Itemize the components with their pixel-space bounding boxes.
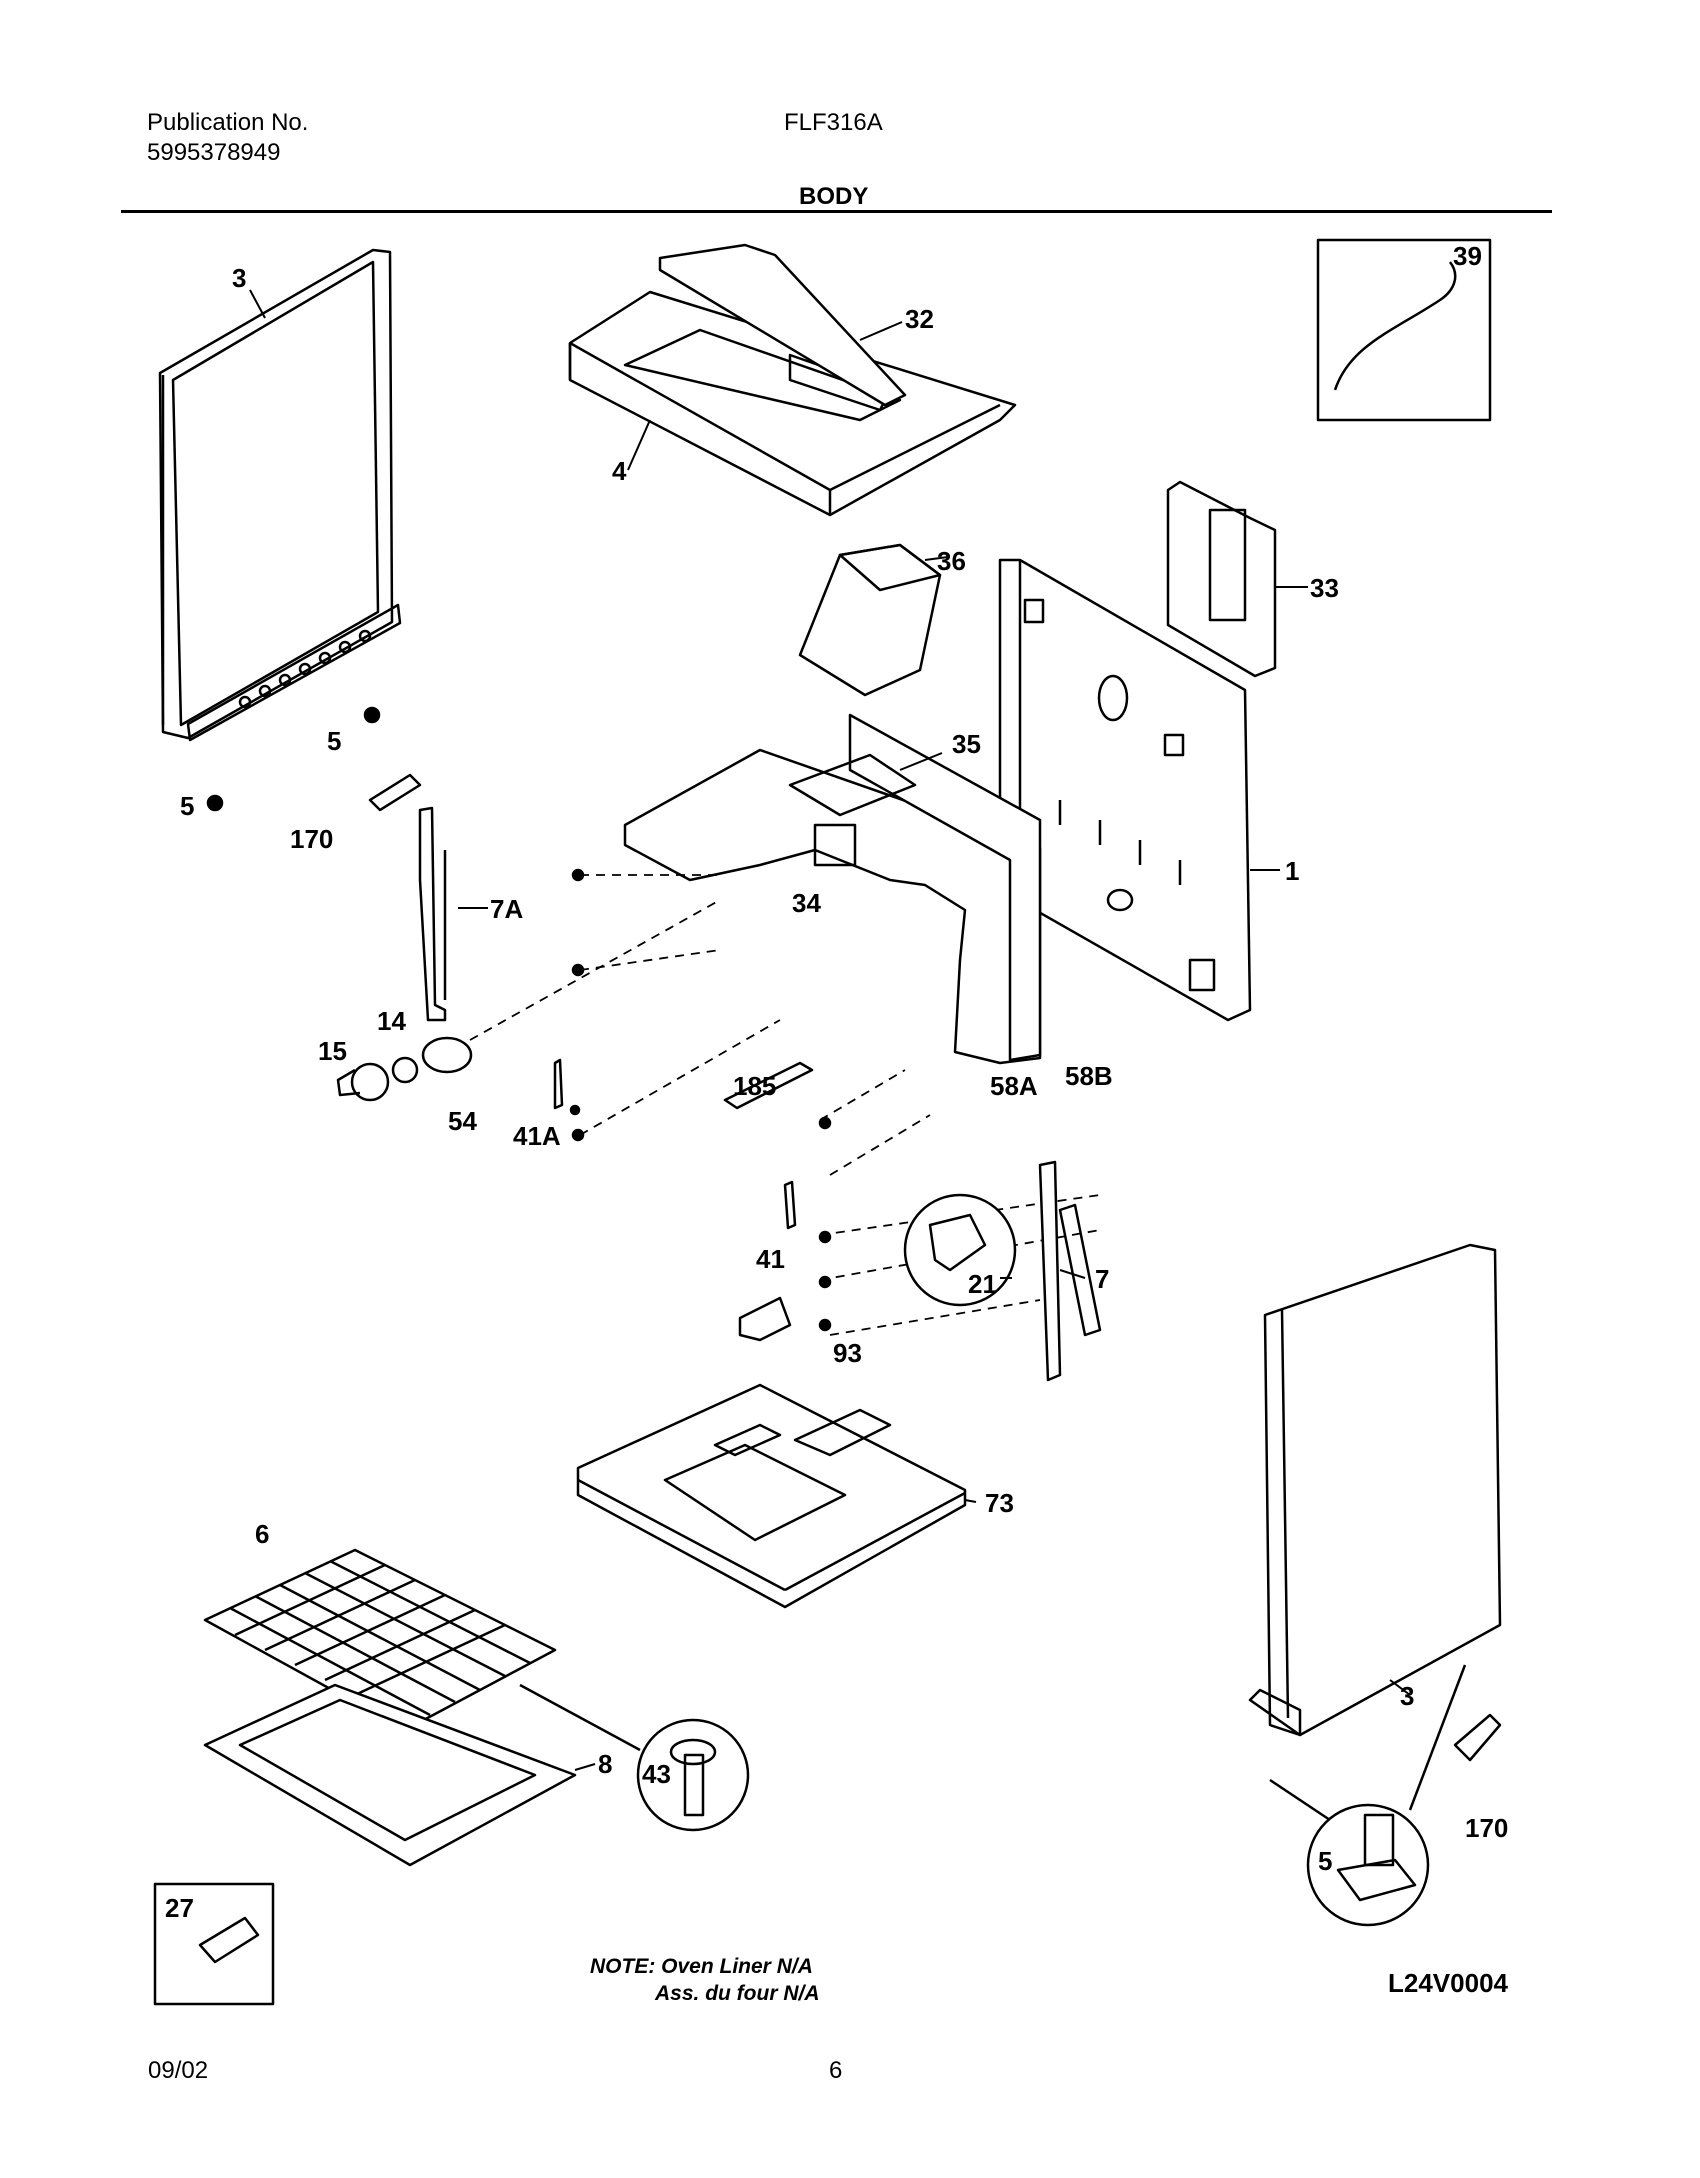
callout-15: 15 <box>318 1036 347 1066</box>
callout-32: 32 <box>905 304 934 334</box>
callout-39: 39 <box>1453 241 1482 271</box>
callout-73: 73 <box>985 1488 1014 1518</box>
page-number: 6 <box>829 2057 843 2084</box>
bracket-41a <box>553 1058 564 1110</box>
vent-bracket <box>798 543 942 697</box>
part-93 <box>738 1296 792 1342</box>
callout-36: 36 <box>937 546 966 576</box>
left-side-panel <box>158 248 402 742</box>
callout-3-left: 3 <box>232 263 246 293</box>
callout-7A: 7A <box>490 894 523 924</box>
note-line-2: Ass. du four N/A <box>655 1982 820 2005</box>
left-hinge <box>418 806 447 1022</box>
callout-4: 4 <box>612 456 627 486</box>
right-side-panel <box>1248 1243 1502 1737</box>
detail-circle-43 <box>519 1683 750 1832</box>
inset-box-39 <box>1316 238 1492 422</box>
callout-33: 33 <box>1310 573 1339 603</box>
callout-54: 54 <box>448 1106 477 1136</box>
vent-duct <box>1166 480 1277 678</box>
oven-bottom <box>203 1683 577 1867</box>
callout-43: 43 <box>642 1759 671 1789</box>
callout-58A: 58A <box>990 1071 1038 1101</box>
power-cord <box>1333 261 1457 391</box>
callout-5-a: 5 <box>327 726 341 756</box>
leader-lines <box>249 289 1411 1771</box>
callout-6: 6 <box>255 1519 269 1549</box>
bottom-panel <box>576 1383 967 1609</box>
callout-41: 41 <box>756 1244 785 1274</box>
inset-box-27 <box>153 1882 275 2006</box>
right-bracket-170 <box>1453 1713 1502 1762</box>
callout-35: 35 <box>952 729 981 759</box>
callout-3-right: 3 <box>1400 1681 1414 1711</box>
guide-lines <box>469 874 1101 1336</box>
right-hinge <box>1038 1160 1102 1382</box>
note-line-1: NOTE: Oven Liner N/A <box>590 1955 813 1978</box>
callout-170-right: 170 <box>1465 1813 1508 1843</box>
callout-34: 34 <box>792 888 821 918</box>
callout-21: 21 <box>968 1269 997 1299</box>
oven-front-frame <box>623 713 1042 1065</box>
bracket-185 <box>723 1061 814 1110</box>
bracket-41 <box>783 1180 797 1230</box>
drawing-reference: L24V0004 <box>1388 1968 1508 1998</box>
detail-circle-5 <box>1269 1664 1467 1927</box>
callout-7: 7 <box>1095 1264 1109 1294</box>
top-frame <box>568 243 1017 517</box>
footer-date: 09/02 <box>148 2057 209 2084</box>
oven-rack <box>203 1548 557 1732</box>
callout-8: 8 <box>598 1749 612 1779</box>
model-number: FLF316A <box>784 109 883 136</box>
section-title: BODY <box>799 183 869 210</box>
callout-27: 27 <box>165 1893 194 1923</box>
publication-number: 5995378949 <box>147 139 281 166</box>
callout-14: 14 <box>377 1006 406 1036</box>
detail-circle-21 <box>903 1193 1017 1307</box>
header-rule <box>121 210 1552 213</box>
publication-label: Publication No. <box>147 109 309 136</box>
left-bracket-170 <box>368 773 422 812</box>
part-27 <box>198 1916 260 1964</box>
callout-5-b: 5 <box>180 791 194 821</box>
oven-lamp-assembly <box>336 1036 473 1102</box>
callout-58B: 58B <box>1065 1061 1113 1091</box>
rear-panel <box>998 558 1252 1022</box>
callout-5-circle: 5 <box>1318 1846 1332 1876</box>
callout-170-left: 170 <box>290 824 333 854</box>
callout-93: 93 <box>833 1338 862 1368</box>
callout-41A: 41A <box>513 1121 561 1151</box>
callout-1: 1 <box>1285 856 1299 886</box>
callout-185: 185 <box>733 1071 776 1101</box>
